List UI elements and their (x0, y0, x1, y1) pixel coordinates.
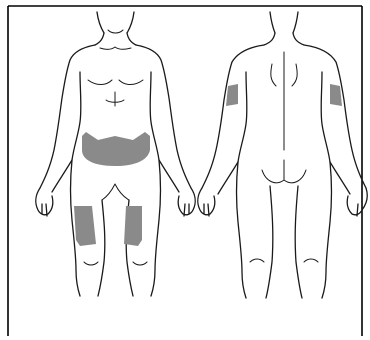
front-waist-right (150, 72, 159, 160)
back-neck (264, 33, 304, 45)
front-forearm-left (52, 160, 72, 192)
back-right-leg (295, 162, 331, 298)
abdomen-injection-site (82, 132, 150, 166)
left-thigh-injection-site (74, 206, 96, 246)
back-right-hand (347, 188, 367, 216)
back-body-figure (198, 12, 367, 298)
back-buttocks (262, 160, 306, 183)
front-forearm-right (159, 160, 179, 192)
back-torso-right (304, 45, 366, 188)
back-torso-left (202, 45, 264, 188)
front-abs (106, 92, 124, 106)
front-chest (88, 80, 143, 85)
right-upper-arm-injection-site (330, 84, 342, 106)
front-collarbones (100, 47, 131, 49)
frame-border (8, 6, 362, 336)
front-neck (95, 33, 136, 45)
back-side-right (321, 72, 330, 162)
back-side-left (238, 72, 247, 162)
back-knees (250, 259, 318, 262)
front-right-hand (178, 188, 195, 216)
front-groin (102, 184, 129, 200)
left-upper-arm-injection-site (226, 84, 238, 106)
back-left-leg (237, 162, 273, 298)
back-forearm-right (330, 162, 350, 194)
front-left-hand (36, 188, 53, 216)
front-head (97, 12, 134, 33)
back-left-hand (198, 188, 215, 216)
front-knees (84, 262, 147, 265)
back-forearm-left (218, 162, 238, 194)
front-waist-left (72, 72, 81, 160)
back-head (270, 12, 298, 33)
right-thigh-injection-site (124, 206, 142, 246)
front-face (108, 30, 123, 33)
